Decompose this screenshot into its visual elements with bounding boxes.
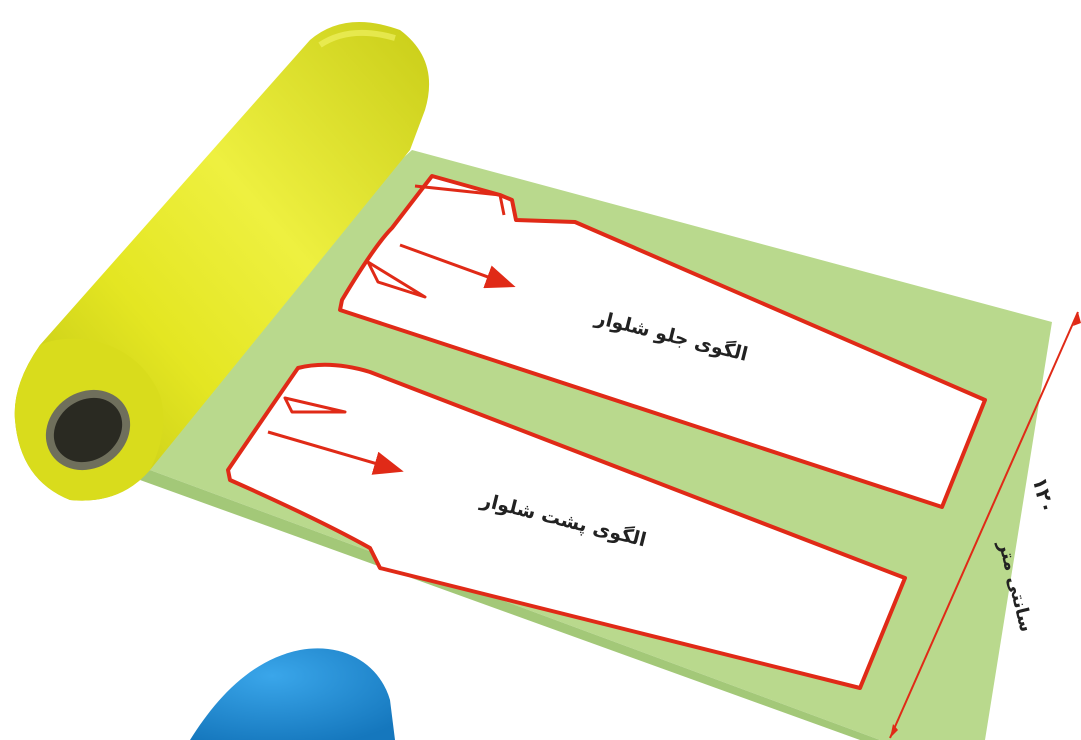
fabric-layout-diagram: الگوی جلو شلوار الگوی پشت شلوار ۱۲۰ سانت… xyxy=(0,0,1081,740)
